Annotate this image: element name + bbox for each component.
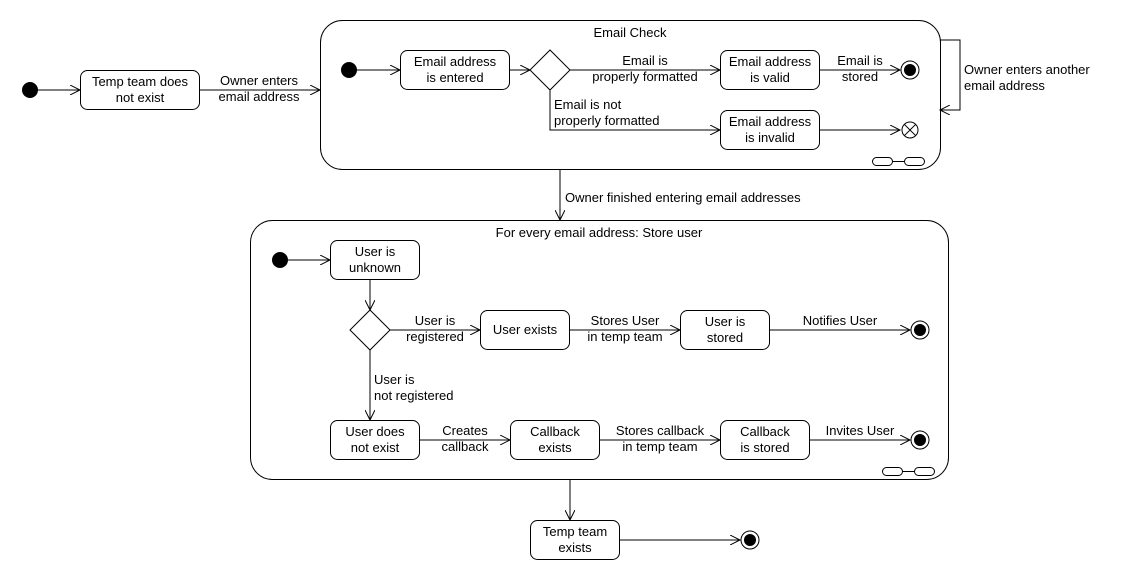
state-box: [510, 420, 600, 460]
store-user-composite-icon: [882, 467, 935, 476]
initial-node: [272, 252, 288, 268]
frame-title-store-user: For every email address: Store user: [495, 225, 703, 240]
transition-label-invites-user: Invites User: [825, 423, 895, 438]
frame-title-email-check: Email Check: [593, 25, 667, 40]
state-box: [680, 310, 770, 350]
store-user-frame: [250, 220, 949, 480]
state-box: [400, 50, 510, 90]
transition-arrow: [549, 90, 720, 130]
state-box: [330, 240, 420, 280]
transition-label-notifies-user: Notifies User: [802, 313, 878, 328]
flow-final-node: [901, 121, 919, 139]
state-box: [720, 110, 820, 150]
state-box: [480, 310, 570, 350]
final-node: [740, 530, 760, 550]
final-node: [910, 430, 930, 450]
transition-arrow: [940, 39, 961, 110]
state-box: [530, 520, 620, 560]
email-check-composite-icon: [872, 157, 925, 166]
state-box: [720, 420, 810, 460]
final-node: [910, 320, 930, 340]
email-check-frame: [320, 20, 941, 170]
transition-label-owner-finished: Owner finished entering email addresses: [565, 190, 801, 205]
state-user-exists: User exists: [492, 322, 558, 337]
initial-node: [22, 82, 38, 98]
state-box: [330, 420, 420, 460]
final-node: [900, 60, 920, 80]
initial-node: [341, 62, 357, 78]
state-box: [80, 70, 200, 110]
state-box: [720, 50, 820, 90]
